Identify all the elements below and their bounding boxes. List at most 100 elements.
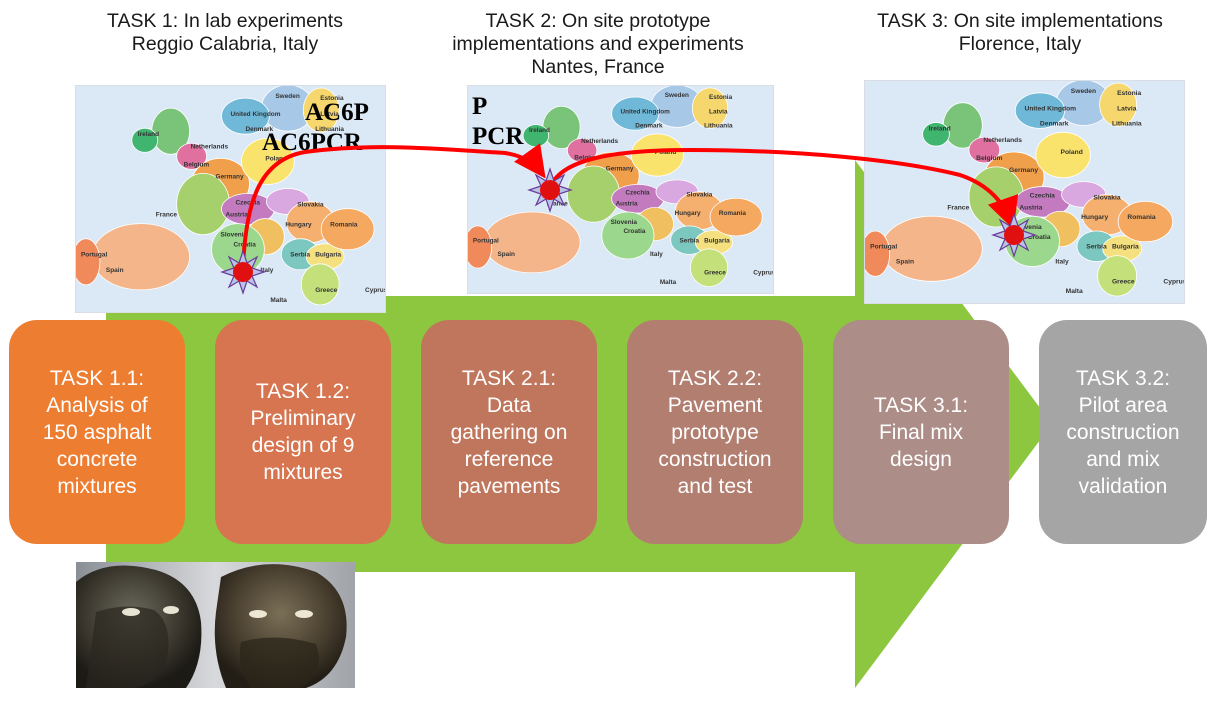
map-country-label: France: [947, 204, 969, 211]
riace-bronzes-photo: [76, 562, 355, 688]
map-country-label: Slovakia: [1093, 195, 1120, 202]
map-country-shape: [221, 97, 270, 135]
map-country-label: Sweden: [1071, 88, 1096, 95]
task-3-2-line: construction: [1066, 420, 1180, 444]
task-2-2-line: prototype: [671, 420, 759, 444]
map-country-label: Slovenia: [221, 232, 248, 239]
map-country-label: Denmark: [245, 126, 273, 133]
map-country-label: Romania: [1127, 214, 1156, 221]
map-country-label: Greece: [704, 270, 726, 277]
map-country-shape: [320, 208, 375, 251]
map-country-label: Italy: [1055, 259, 1069, 266]
task-2-2-line: TASK 2.2:: [667, 366, 763, 390]
map-country-label: Poland: [655, 149, 677, 156]
map-country-label: Estonia: [1117, 90, 1142, 97]
map-country-label: Bulgaria: [1112, 244, 1139, 251]
reggio-calabria-marker-icon: [221, 250, 265, 294]
map-country-shape: [468, 225, 493, 269]
material-label-ac6p: AC6P: [305, 99, 369, 126]
map-country-label: Sweden: [275, 93, 299, 100]
map-country-label: Cyprus: [753, 270, 773, 277]
map-country-shape: [300, 263, 340, 306]
map-country-label: Spain: [896, 259, 914, 266]
map-country-shape: [76, 238, 101, 286]
map-country-label: Romania: [330, 222, 358, 229]
map-country-label: Netherlands: [983, 137, 1022, 144]
task-2-materials: P PCR: [472, 92, 523, 152]
map-country-shape: [1014, 92, 1066, 129]
task-3-2-line: and mix: [1086, 447, 1160, 471]
task-1-header-title: TASK 1: In lab experiments: [107, 10, 343, 32]
task-3-1-line: design: [890, 447, 952, 471]
task-box-1-2: TASK 1.2: Preliminary design of 9 mixtur…: [215, 320, 391, 544]
map-country-label: Poland: [1061, 149, 1083, 156]
map-country-label: Germany: [216, 173, 244, 180]
map-country-shape: [1117, 200, 1174, 243]
task-2-2-line: Pavement: [667, 393, 763, 417]
map-country-label: France: [547, 201, 569, 208]
task-2-1-line: pavements: [457, 474, 561, 498]
task-1-1-line: mixtures: [57, 474, 137, 498]
map-country-label: Hungary: [675, 210, 702, 217]
task-2-header-title: TASK 2: On site prototype: [485, 10, 711, 32]
map-country-shape: [968, 136, 1001, 164]
map-country-label: Croatia: [623, 228, 646, 235]
task-box-2-2: TASK 2.2: Pavement prototype constructio…: [627, 320, 803, 544]
task-1-2-line: mixtures: [263, 461, 343, 484]
map-country-label: Denmark: [635, 123, 663, 130]
map-country-label: Italy: [260, 267, 273, 274]
map-country-label: Greece: [315, 287, 337, 294]
map-country-label: Greece: [1112, 278, 1135, 285]
map-country-label: Sweden: [665, 92, 689, 99]
map-country-label: Slovenia: [611, 219, 638, 226]
map-country-shape: [302, 87, 340, 133]
task-2-2-line: construction: [658, 447, 772, 471]
map-country-label: Hungary: [285, 222, 312, 229]
task-box-2-1: TASK 2.1: Data gathering on reference pa…: [421, 320, 597, 544]
task-3-header: TASK 3: On site implementations Florence…: [830, 10, 1210, 56]
map-country-label: Portugal: [870, 244, 897, 251]
map-country-label: Croatia: [1028, 234, 1051, 241]
map-country-shape: [131, 127, 159, 153]
map-country-shape: [922, 122, 950, 147]
map-country-label: Estonia: [709, 94, 733, 101]
task-1-1-line: 150 asphalt: [42, 420, 152, 444]
map-country-label: Slovenia: [1014, 224, 1042, 231]
florence-marker-icon: [992, 213, 1036, 257]
map-country-shape: [865, 230, 891, 277]
task-2-1-line: reference: [464, 447, 554, 471]
task-3-header-location: Florence, Italy: [958, 33, 1082, 55]
map-country-shape: [689, 248, 729, 287]
map-country-label: Belgium: [184, 161, 210, 168]
map-country-label: Estonia: [320, 95, 344, 102]
task-1-header: TASK 1: In lab experiments Reggio Calabr…: [70, 10, 380, 56]
map-country-shape: [691, 87, 729, 129]
map-country-label: Netherlands: [191, 143, 229, 150]
map-country-label: Belgium: [976, 155, 1003, 162]
map-country-label: Serbia: [1086, 244, 1107, 251]
task-box-1-1: TASK 1.1: Analysis of 150 asphalt concre…: [9, 320, 185, 544]
task-2-1-line: Data: [486, 393, 532, 417]
map-country-label: Czechia: [625, 190, 650, 197]
map-country-label: Cyprus: [1163, 278, 1184, 285]
map-country-label: Portugal: [81, 252, 107, 259]
map-country-shape: [1097, 255, 1138, 297]
task-3-2-line: TASK 3.2:: [1075, 366, 1171, 390]
task-2-1-line: gathering on: [450, 420, 568, 444]
map-country-label: Lithuania: [704, 123, 733, 130]
map-country-shape: [630, 133, 684, 177]
task-1-header-location: Reggio Calabria, Italy: [131, 33, 319, 55]
map-country-label: Hungary: [1081, 214, 1108, 221]
task-1-2-line: TASK 1.2:: [255, 380, 351, 403]
map-country-shape: [176, 142, 207, 170]
map-country-label: Lithuania: [315, 126, 344, 133]
map-country-label: Lithuania: [1112, 121, 1142, 128]
map-country-label: Spain: [498, 251, 516, 258]
map-country-shape: [611, 96, 660, 131]
map-country-label: Latvia: [1117, 106, 1137, 113]
map-country-label: Austria: [1019, 204, 1042, 211]
task-1-1-line: TASK 1.1:: [49, 366, 145, 390]
